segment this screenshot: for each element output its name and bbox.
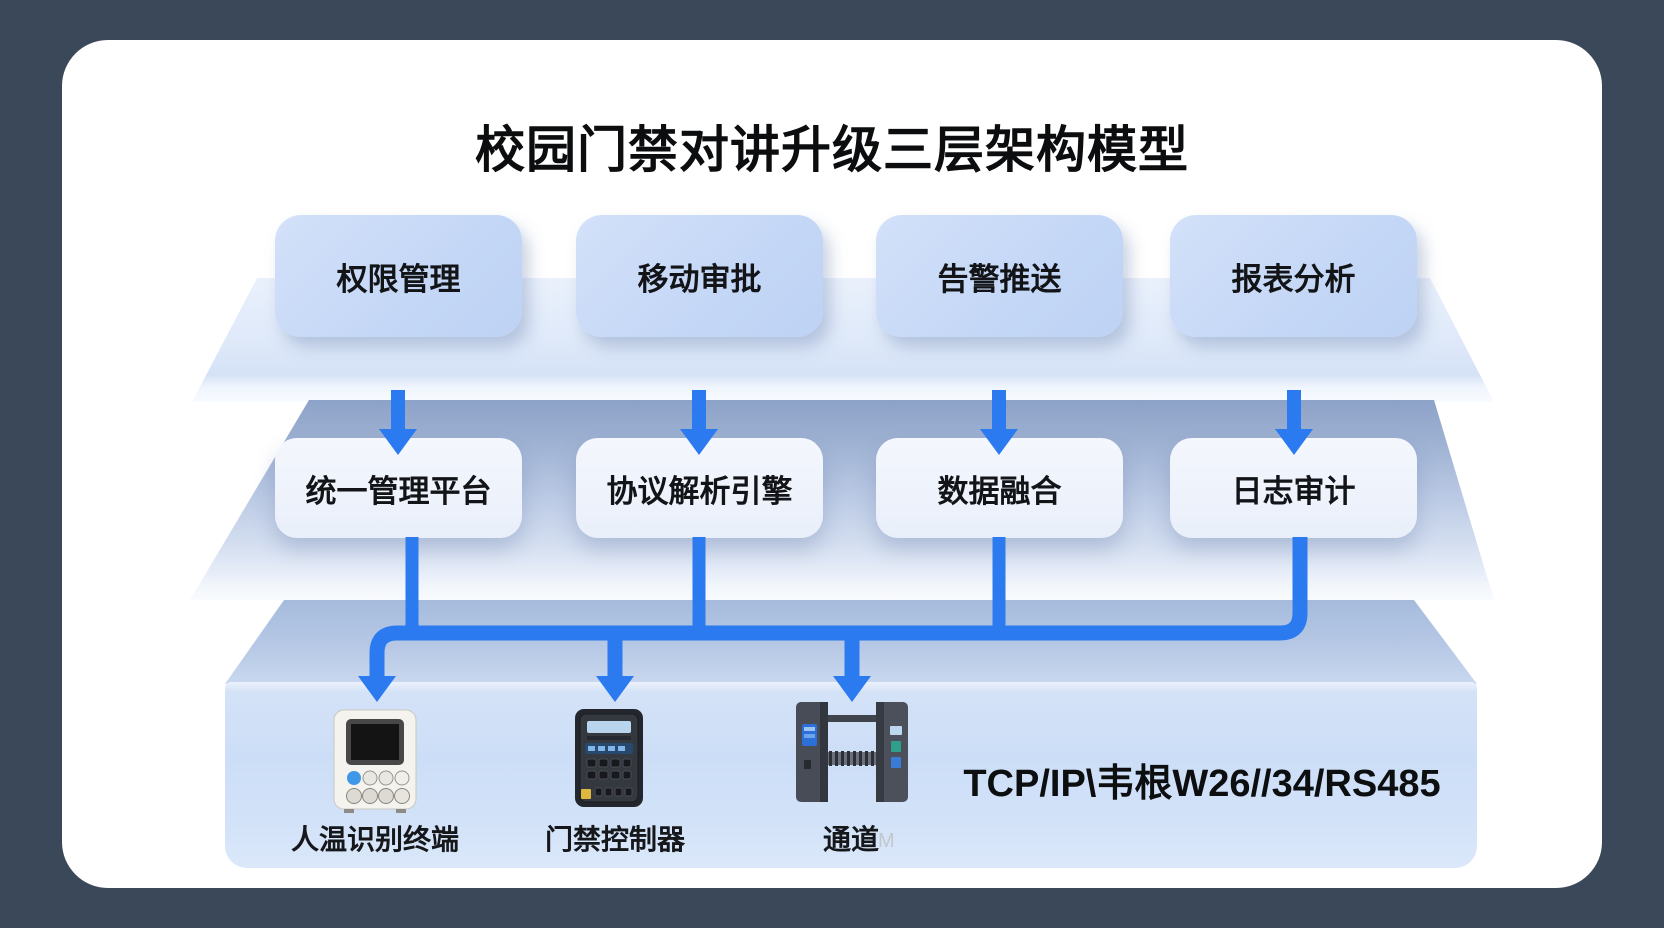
mid-box-protocol-engine: 协议解析引擎 bbox=[576, 438, 823, 538]
device-label-access-controller: 门禁控制器 bbox=[544, 824, 685, 855]
mid-box-label: 数据融合 bbox=[937, 473, 1062, 509]
diagram-card: 校园门禁对讲升级三层架构模型 权限管理 移动审批 告警推送 报表分析 统一管理平… bbox=[62, 40, 1602, 888]
app-box-label: 告警推送 bbox=[937, 261, 1062, 297]
protocol-text: TCP/IP\韦根W26//34/RS485 bbox=[963, 763, 1441, 805]
app-box-mobile-approval: 移动审批 bbox=[576, 215, 823, 337]
mid-box-label: 协议解析引擎 bbox=[606, 473, 793, 509]
device-layer-block-front bbox=[225, 682, 1477, 868]
mid-box-log-audit: 日志审计 bbox=[1170, 438, 1417, 538]
app-box-label: 移动审批 bbox=[637, 261, 762, 297]
app-box-alarm-push: 告警推送 bbox=[876, 215, 1123, 337]
mid-box-label: 日志审计 bbox=[1231, 473, 1356, 509]
device-label-face-terminal: 人温识别终端 bbox=[290, 824, 459, 855]
mid-box-label: 统一管理平台 bbox=[305, 473, 492, 509]
access-controller-icon bbox=[575, 709, 643, 807]
face-terminal-icon bbox=[333, 709, 417, 813]
device-layer-block-top bbox=[225, 600, 1477, 684]
mid-box-unified-platform: 统一管理平台 bbox=[275, 438, 522, 538]
mid-box-data-fusion: 数据融合 bbox=[876, 438, 1123, 538]
app-box-permission: 权限管理 bbox=[275, 215, 522, 337]
device-label-turnstile: 通道 bbox=[822, 824, 879, 855]
turnstile-gate-icon bbox=[796, 702, 908, 802]
app-box-label: 报表分析 bbox=[1231, 261, 1356, 297]
app-box-label: 权限管理 bbox=[336, 261, 461, 297]
app-box-report-analysis: 报表分析 bbox=[1170, 215, 1417, 337]
page-title: 校园门禁对讲升级三层架构模型 bbox=[475, 122, 1189, 178]
faint-watermark-glyph: M bbox=[878, 830, 895, 852]
